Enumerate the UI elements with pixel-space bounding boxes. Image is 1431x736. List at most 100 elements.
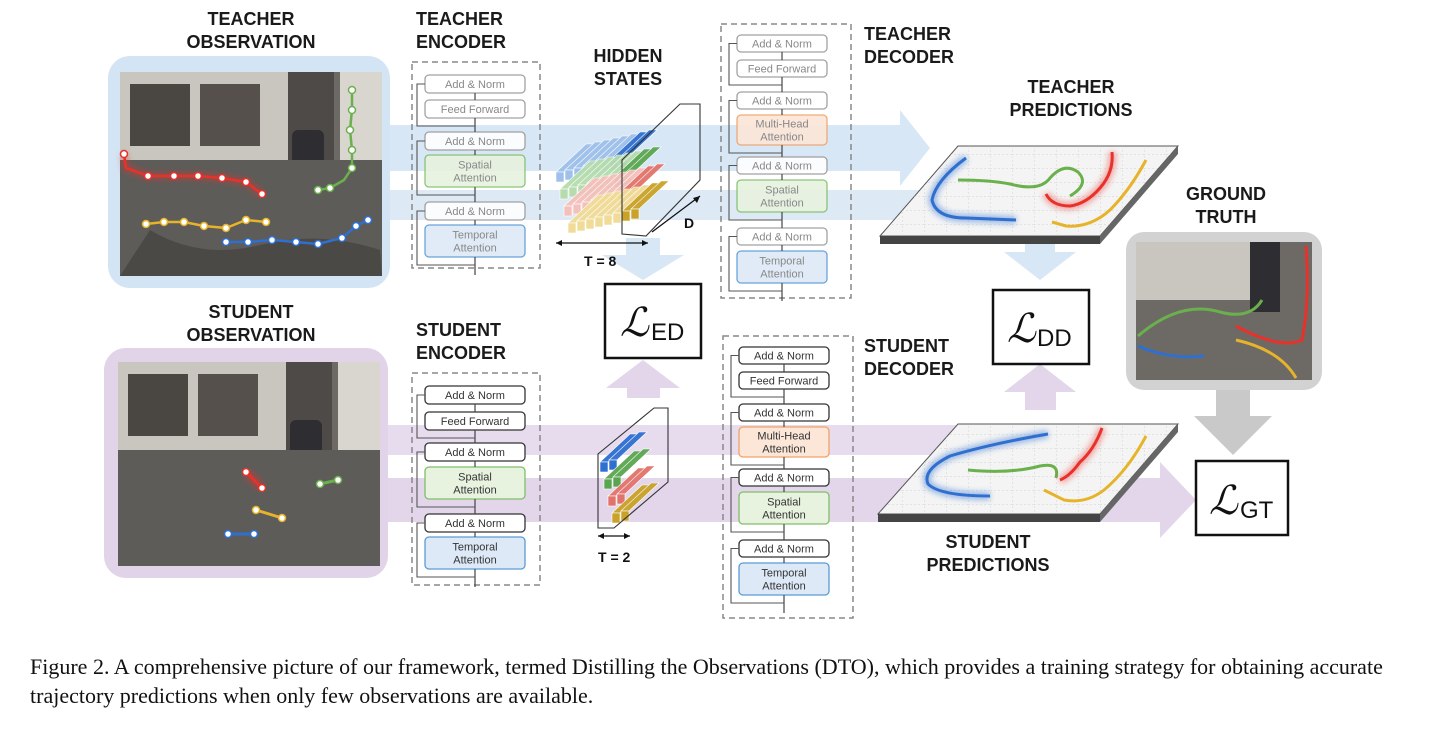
hidden-token-face [612, 212, 622, 224]
td-feed-forward-text-1: Feed Forward [748, 64, 816, 76]
student-observation-panel [104, 348, 388, 578]
dim-label: D [684, 215, 694, 231]
te-add-norm-2: Add & Norm [424, 131, 526, 151]
sd-temporal-attention-text-1: Temporal [761, 568, 806, 580]
se-spatial-attention-text-1: Spatial [458, 472, 492, 484]
td-feed-forward: Feed Forward [736, 59, 828, 78]
te-temporal-attention-text-1: Temporal [452, 230, 497, 242]
sd-add-norm-2-text-1: Add & Norm [754, 408, 814, 420]
td-add-norm-1-text-1: Add & Norm [752, 39, 812, 51]
loss-gt-subscript: GT [1240, 497, 1274, 524]
teacher-predictions-board [878, 145, 1180, 244]
se-add-norm-1-text-1: Add & Norm [445, 390, 505, 402]
se-add-norm-2: Add & Norm [424, 442, 526, 462]
se-temporal-attention-text-1: Temporal [452, 542, 497, 554]
teacher-observation-panel [108, 56, 390, 288]
teacher-t-label: T = 8 [584, 253, 617, 269]
figure-caption: Figure 2. A comprehensive picture of our… [30, 654, 1383, 708]
te-feed-forward: Feed Forward [424, 99, 526, 119]
td-add-norm-2: Add & Norm [736, 91, 828, 110]
student-encoder-label-1: STUDENT [416, 320, 501, 340]
teacher-encoder-label-1: TEACHER [416, 9, 503, 29]
sd-add-norm-3-text-1: Add & Norm [754, 473, 814, 485]
loss-ed-box: ℒ ED [603, 282, 703, 360]
hidden-token-face [568, 186, 578, 198]
se-add-norm-3-text-1: Add & Norm [445, 518, 505, 530]
hidden-states-label-1: HIDDEN [593, 46, 662, 66]
hidden-token-face [612, 476, 622, 488]
student-decoder-label-2: DECODER [864, 359, 954, 379]
te-add-norm-1-text-1: Add & Norm [445, 79, 505, 91]
teacher-decoder-label-1: TEACHER [864, 24, 951, 44]
loss-dd-subscript: DD [1037, 325, 1072, 352]
te-add-norm-3: Add & Norm [424, 201, 526, 221]
hidden-token-face [563, 205, 573, 217]
sd-add-norm-2: Add & Norm [738, 403, 830, 422]
ground-truth-panel [1126, 232, 1322, 390]
se-temporal-attention-text-2: Attention [453, 555, 496, 567]
hidden-token-face [620, 510, 630, 522]
td-add-norm-1: Add & Norm [736, 34, 828, 53]
gt-flow-arrow [1194, 388, 1272, 455]
teacher-hidden-states [555, 103, 701, 237]
student-trajectories [223, 467, 343, 539]
sd-feed-forward: Feed Forward [738, 371, 830, 390]
student-predictions-board [876, 423, 1180, 522]
hidden-token-face [603, 214, 613, 226]
hidden-states-label-2: STATES [594, 69, 662, 89]
se-spatial-attention-text-2: Attention [453, 485, 496, 497]
teacher-decoder-label-2: DECODER [864, 47, 954, 67]
sd-multihead-attention-text-2: Attention [762, 444, 805, 456]
hidden-token-face [630, 208, 640, 220]
td-add-norm-3-text-1: Add & Norm [752, 161, 812, 173]
ground-truth-label-2: TRUTH [1196, 207, 1257, 227]
hidden-token-face [621, 210, 631, 222]
td-spatial-attention-text-2: Attention [760, 198, 803, 210]
loss-ed-symbol: ℒ [620, 300, 650, 346]
student-predictions-label-1: STUDENT [946, 532, 1031, 552]
se-add-norm-1: Add & Norm [424, 385, 526, 405]
hidden-token-face [576, 220, 586, 232]
teacher-trajectories [119, 85, 373, 249]
te-spatial-attention-text-1: Spatial [458, 160, 492, 172]
hidden-token-face [611, 512, 621, 524]
td-temporal-attention-text-2: Attention [760, 269, 803, 281]
te-spatial-attention-text-2: Attention [453, 173, 496, 185]
section-labels: TEACHER OBSERVATION STUDENT OBSERVATION … [186, 9, 1266, 575]
td-multihead-attention-text-1: Multi-Head [755, 119, 808, 131]
se-add-norm-2-text-1: Add & Norm [445, 447, 505, 459]
ground-truth-label-1: GROUND [1186, 184, 1266, 204]
td-add-norm-4-text-1: Add & Norm [752, 232, 812, 244]
td-add-norm-4: Add & Norm [736, 227, 828, 246]
td-add-norm-2-text-1: Add & Norm [752, 96, 812, 108]
sd-spatial-attention-text-1: Spatial [767, 497, 801, 509]
td-add-norm-3: Add & Norm [736, 156, 828, 175]
te-temporal-attention-text-2: Attention [453, 243, 496, 255]
sd-add-norm-1: Add & Norm [738, 346, 830, 365]
teacher-predictions-label-1: TEACHER [1027, 77, 1114, 97]
te-add-norm-1: Add & Norm [424, 74, 526, 94]
td-multihead-attention-text-2: Attention [760, 132, 803, 144]
hidden-token-face [555, 171, 565, 183]
hidden-token-face [603, 478, 613, 490]
hidden-token-face [608, 459, 618, 471]
sd-add-norm-4: Add & Norm [738, 539, 830, 558]
se-feed-forward-text-1: Feed Forward [441, 416, 509, 428]
student-t-label: T = 2 [598, 549, 631, 565]
loss-gt-symbol: ℒ [1209, 478, 1239, 524]
student-observation-label-2: OBSERVATION [186, 325, 315, 345]
student-time-axis: T = 2 [598, 533, 631, 565]
student-observation-label-1: STUDENT [209, 302, 294, 322]
hidden-token-face [585, 218, 595, 230]
